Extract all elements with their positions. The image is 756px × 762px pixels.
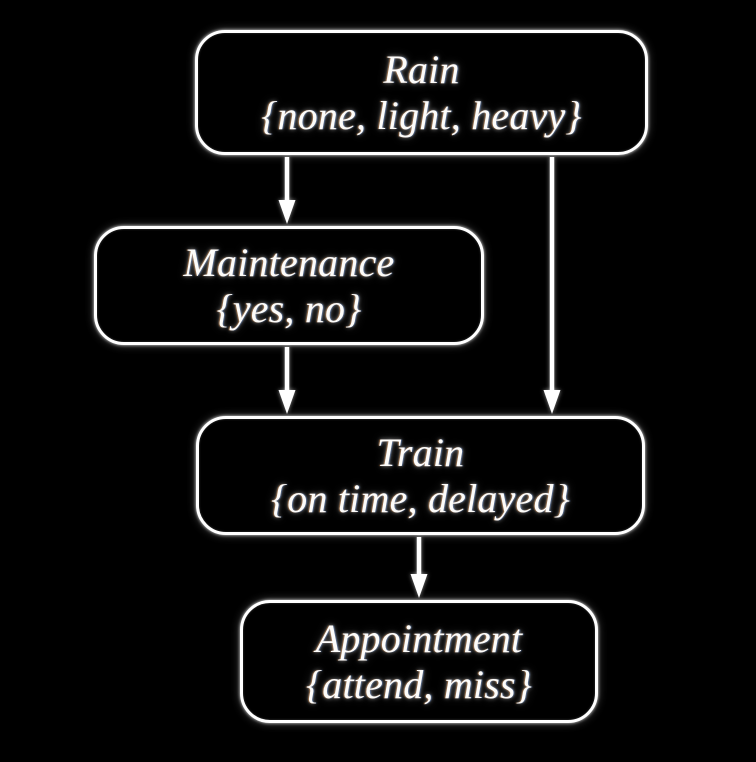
node-appointment-states: {attend, miss} — [306, 661, 532, 707]
node-rain-title: Rain — [383, 47, 460, 93]
edge-rain-to-train — [543, 157, 561, 414]
node-rain[interactable]: Rain {none, light, heavy} — [195, 30, 648, 155]
node-maintenance-states: {yes, no} — [216, 285, 362, 331]
node-maintenance[interactable]: Maintenance {yes, no} — [94, 226, 484, 345]
edge-rain-to-maintenance — [278, 157, 296, 224]
node-train[interactable]: Train {on time, delayed} — [196, 416, 645, 535]
node-appointment-title: Appointment — [315, 616, 523, 662]
node-maintenance-title: Maintenance — [183, 240, 395, 286]
arrowhead-icon — [278, 200, 296, 224]
node-train-title: Train — [376, 430, 465, 476]
arrowhead-icon — [278, 390, 296, 414]
edge-maintenance-to-train — [278, 347, 296, 414]
arrowhead-icon — [410, 574, 428, 598]
node-appointment[interactable]: Appointment {attend, miss} — [240, 600, 598, 723]
node-rain-states: {none, light, heavy} — [261, 92, 582, 138]
arrowhead-icon — [543, 390, 561, 414]
edge-train-to-appointment — [410, 537, 428, 598]
node-train-states: {on time, delayed} — [271, 475, 570, 521]
